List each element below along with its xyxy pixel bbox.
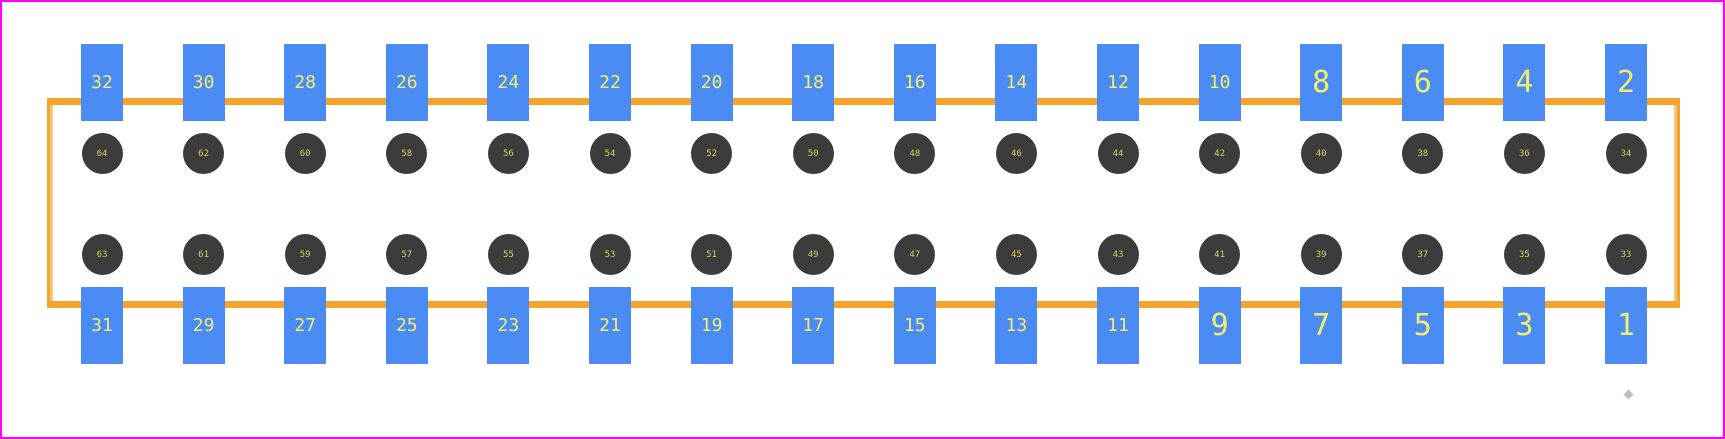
pad-21: 21	[589, 287, 631, 364]
outline-top	[47, 98, 1680, 105]
pad-32: 32	[81, 44, 123, 121]
pad-31: 31	[81, 287, 123, 364]
pin1-marker	[1623, 389, 1634, 400]
hole-58: 58	[386, 133, 428, 174]
hole-36: 36	[1503, 133, 1545, 174]
hole-38: 38	[1402, 133, 1444, 174]
hole-47: 47	[894, 234, 936, 275]
hole-44: 44	[1097, 133, 1139, 174]
hole-41: 41	[1199, 234, 1241, 275]
pad-11: 11	[1097, 287, 1139, 364]
hole-35: 35	[1503, 234, 1545, 275]
outline-right	[1677, 100, 1680, 306]
outline-left	[47, 100, 50, 306]
hole-61: 61	[183, 234, 225, 275]
hole-49: 49	[792, 234, 834, 275]
pad-6: 6	[1401, 44, 1444, 121]
pad-19: 19	[690, 287, 733, 364]
hole-40: 40	[1300, 133, 1342, 174]
pad-17: 17	[792, 287, 835, 364]
pad-12: 12	[1097, 44, 1139, 121]
hole-34: 34	[1605, 133, 1647, 174]
hole-55: 55	[487, 234, 529, 275]
hole-42: 42	[1199, 133, 1241, 174]
pad-22: 22	[589, 44, 631, 121]
pad-20: 20	[690, 44, 733, 121]
hole-43: 43	[1097, 234, 1139, 275]
pad-4: 4	[1503, 44, 1546, 121]
pad-29: 29	[182, 287, 225, 364]
outline-bottom	[47, 301, 1680, 308]
pad-24: 24	[487, 44, 530, 121]
pad-18: 18	[792, 44, 835, 121]
hole-64: 64	[81, 133, 123, 174]
hole-45: 45	[995, 234, 1037, 275]
hole-57: 57	[386, 234, 428, 275]
pad-30: 30	[182, 44, 225, 121]
pad-13: 13	[995, 287, 1038, 364]
pad-9: 9	[1198, 287, 1241, 364]
pad-25: 25	[385, 287, 428, 364]
pad-3: 3	[1503, 287, 1546, 364]
pad-7: 7	[1300, 287, 1343, 364]
hole-33: 33	[1605, 234, 1647, 275]
pad-14: 14	[995, 44, 1038, 121]
pad-1: 1	[1605, 287, 1647, 364]
hole-48: 48	[894, 133, 936, 174]
pad-2: 2	[1605, 44, 1647, 121]
outline-right-inner	[1674, 105, 1677, 301]
hole-50: 50	[792, 133, 834, 174]
hole-63: 63	[81, 234, 123, 275]
pad-8: 8	[1300, 44, 1343, 121]
pad-15: 15	[893, 287, 936, 364]
pad-16: 16	[893, 44, 936, 121]
hole-39: 39	[1300, 234, 1342, 275]
hole-51: 51	[691, 234, 733, 275]
outline-left-inner	[50, 105, 53, 301]
hole-46: 46	[995, 133, 1037, 174]
hole-56: 56	[487, 133, 529, 174]
pad-26: 26	[385, 44, 428, 121]
hole-52: 52	[691, 133, 733, 174]
pad-28: 28	[284, 44, 327, 121]
hole-37: 37	[1402, 234, 1444, 275]
pad-23: 23	[487, 287, 530, 364]
pad-10: 10	[1198, 44, 1241, 121]
hole-54: 54	[589, 133, 631, 174]
pad-5: 5	[1401, 287, 1444, 364]
hole-53: 53	[589, 234, 631, 275]
hole-62: 62	[183, 133, 225, 174]
hole-60: 60	[284, 133, 326, 174]
pad-27: 27	[284, 287, 327, 364]
hole-59: 59	[284, 234, 326, 275]
